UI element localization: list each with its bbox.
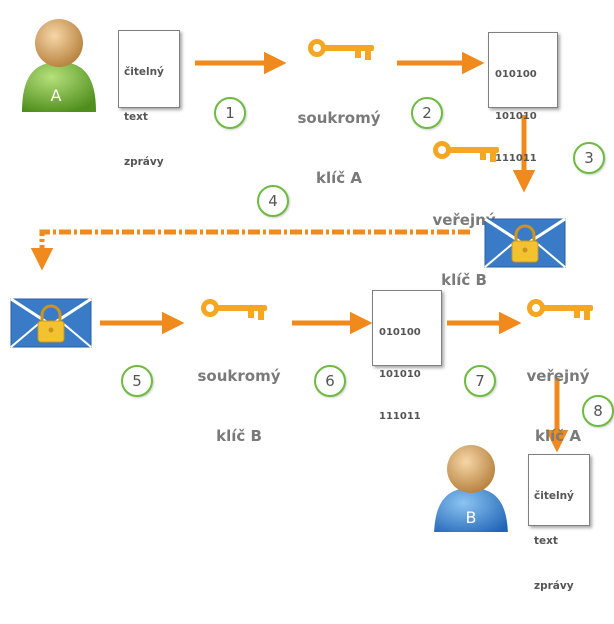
arrows-layer	[30, 51, 569, 453]
receiver-name: B	[465, 508, 477, 527]
doc-line: 111011	[379, 411, 421, 422]
step-number-6: 6	[314, 365, 346, 397]
ciphertext-document: 010100 101010 111011	[372, 290, 442, 422]
key-label-public-a: veřejný klíč A	[510, 326, 606, 486]
key-icon	[308, 39, 374, 60]
doc-line: čitelný	[534, 490, 574, 502]
step-number-2: 2	[411, 97, 443, 129]
key-icon	[527, 299, 593, 320]
key-label-line: klíč A	[316, 169, 362, 187]
envelope-icon	[484, 218, 566, 268]
step-number-5: 5	[121, 365, 153, 397]
doc-line: čitelný	[124, 66, 164, 78]
doc-line: zprávy	[534, 580, 574, 592]
doc-line: 111011	[495, 153, 537, 164]
key-label-public-b: veřejný klíč B	[414, 170, 514, 330]
lock-icon	[37, 304, 65, 343]
sender-name: A	[50, 86, 62, 105]
key-label-private-b: soukromý klíč B	[184, 326, 294, 486]
lock-icon	[511, 224, 539, 263]
doc-line: 010100	[495, 69, 537, 80]
key-label-line: klíč A	[535, 427, 581, 445]
encryption-diagram: A čitelný text zprávy soukromý klíč A 01…	[10, 19, 614, 592]
ciphertext-document: 010100 101010 111011	[488, 32, 558, 164]
person-icon	[22, 19, 96, 112]
plaintext-document: čitelný text zprávy	[118, 30, 180, 168]
step-number-7: 7	[464, 365, 496, 397]
key-label-line: veřejný	[432, 211, 496, 229]
key-label-line: klíč B	[441, 271, 487, 289]
step-number-8: 8	[582, 395, 614, 427]
doc-line: 101010	[495, 111, 537, 122]
key-label-line: soukromý	[197, 367, 281, 385]
key-label-line: klíč B	[216, 427, 262, 445]
person-icon	[434, 445, 508, 532]
key-label-private-a: soukromý klíč A	[284, 68, 394, 228]
step-number-4: 4	[257, 185, 289, 217]
doc-line: zprávy	[124, 156, 164, 168]
step-number-1: 1	[214, 97, 246, 129]
key-label-line: veřejný	[526, 367, 590, 385]
key-icon	[433, 141, 499, 162]
doc-line: 010100	[379, 327, 421, 338]
key-icon	[201, 299, 267, 320]
plaintext-document: čitelný text zprávy	[528, 454, 590, 592]
envelope-icon	[10, 298, 92, 348]
key-label-line: soukromý	[297, 109, 381, 127]
doc-line: text	[534, 535, 558, 547]
doc-line: 101010	[379, 369, 421, 380]
arrow-step-4	[30, 229, 470, 271]
step-number-3: 3	[573, 142, 605, 174]
doc-line: text	[124, 111, 148, 123]
